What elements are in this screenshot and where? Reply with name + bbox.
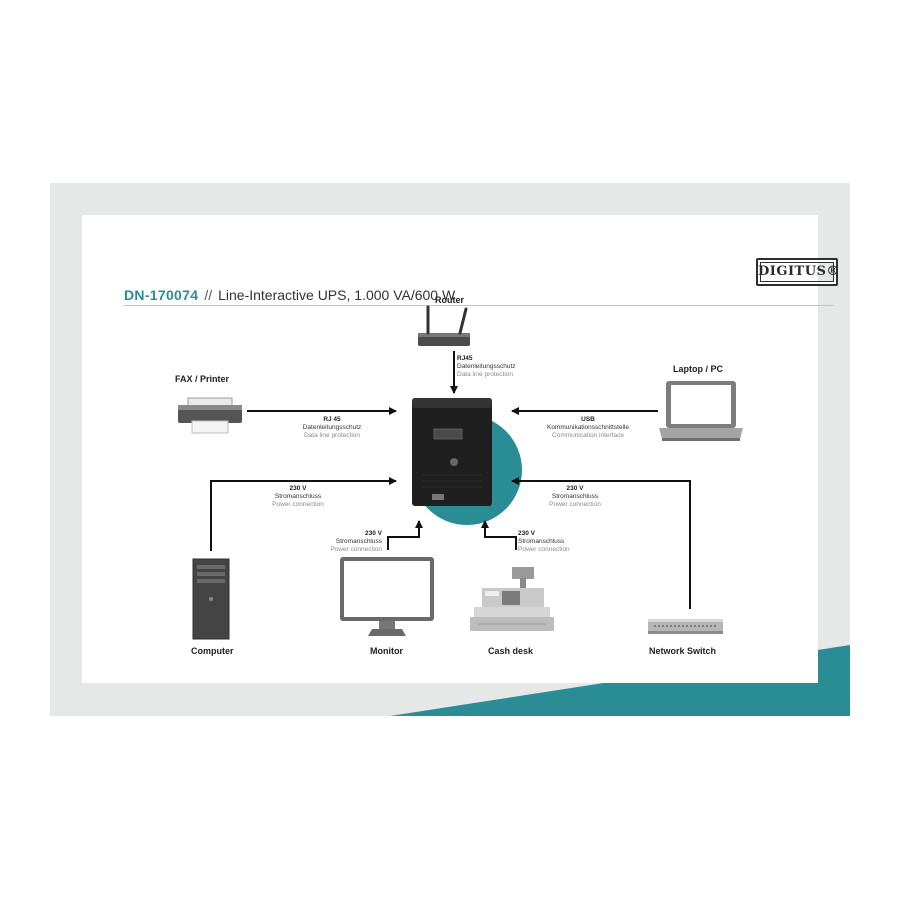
digitus-logo: DIGITUS® bbox=[756, 258, 839, 286]
diagram-frame: DIGITUS® DN-170074 // Line-Interactive UPS… bbox=[50, 183, 850, 716]
switch-conn-type: 230 V bbox=[566, 485, 584, 492]
computer-conn-de: Stromanschluss bbox=[274, 493, 322, 500]
monitor-conn-type: 230 V bbox=[365, 530, 382, 537]
page-title: DN-170074 // Line-Interactive UPS, 1.000 V… bbox=[124, 287, 455, 303]
cash-desk-conn-de: Stromanschluss bbox=[518, 538, 565, 545]
cash-desk-label: Cash desk bbox=[488, 646, 534, 656]
fax-connection-label: RJ 45 Datenleitungsschutz Data line prot… bbox=[282, 416, 382, 440]
product-title: Line-Interactive UPS, 1.000 VA/600 W bbox=[218, 287, 456, 303]
fax-conn-en: Data line protection bbox=[303, 432, 360, 439]
laptop-conn-type: USB bbox=[581, 416, 595, 423]
cash-register-icon bbox=[470, 567, 554, 631]
router-conn-en: Data line protection bbox=[457, 371, 514, 378]
printer-icon bbox=[178, 397, 242, 434]
ups-icon bbox=[412, 398, 492, 506]
monitor-icon bbox=[340, 557, 434, 636]
router-icon bbox=[418, 305, 470, 346]
switch-conn-de: Stromanschluss bbox=[551, 493, 599, 500]
switch-connection-label: 230 V Stromanschluss Power connection bbox=[535, 485, 615, 509]
router-conn-de: Datenleitungsschutz bbox=[457, 363, 516, 370]
title-separator: // bbox=[204, 287, 213, 303]
computer-connection-label: 230 V Stromanschluss Power connection bbox=[258, 485, 338, 509]
computer-tower-icon bbox=[192, 558, 230, 640]
switch-arrow bbox=[511, 477, 691, 609]
computer-conn-en: Power connection bbox=[272, 501, 324, 508]
computer-conn-type: 230 V bbox=[289, 485, 307, 492]
network-switch-label: Network Switch bbox=[649, 646, 717, 656]
router-label: Router bbox=[435, 295, 464, 305]
laptop-connection-label: USB Kommunikationsschnittstelle Communic… bbox=[538, 416, 638, 440]
cash-desk-arrow bbox=[481, 520, 517, 550]
computer-arrow bbox=[210, 477, 397, 551]
fax-printer-label: FAX / Printer bbox=[175, 374, 230, 384]
cash-desk-conn-en: Power connection bbox=[518, 546, 570, 553]
product-code: DN-170074 bbox=[124, 287, 199, 303]
fax-conn-de: Datenleitungsschutz bbox=[302, 424, 362, 431]
router-connection-label: RJ45 Datenleitungsschutz Data line prote… bbox=[457, 355, 516, 379]
switch-conn-en: Power connection bbox=[549, 501, 601, 508]
cash-desk-connection-label: 230 V Stromanschluss Power connection bbox=[518, 530, 570, 554]
router-conn-type: RJ45 bbox=[457, 355, 473, 362]
fax-conn-type: RJ 45 bbox=[323, 416, 341, 423]
computer-label: Computer bbox=[191, 646, 234, 656]
monitor-label: Monitor bbox=[370, 646, 403, 656]
cash-desk-conn-type: 230 V bbox=[518, 530, 535, 537]
monitor-conn-de: Stromanschluss bbox=[335, 538, 382, 545]
laptop-conn-en: Communication interface bbox=[552, 432, 624, 439]
laptop-conn-de: Kommunikationsschnittstelle bbox=[546, 424, 629, 431]
connection-graphics bbox=[178, 305, 743, 640]
network-switch-icon bbox=[648, 619, 723, 634]
diagram-panel: DIGITUS® DN-170074 // Line-Interactive UPS… bbox=[82, 215, 839, 683]
laptop-pc-label: Laptop / PC bbox=[673, 364, 723, 374]
laptop-icon bbox=[659, 381, 743, 441]
monitor-arrow bbox=[387, 520, 423, 550]
monitor-conn-en: Power connection bbox=[330, 546, 382, 553]
title-divider bbox=[124, 305, 834, 306]
monitor-connection-label: 230 V Stromanschluss Power connection bbox=[302, 530, 382, 554]
